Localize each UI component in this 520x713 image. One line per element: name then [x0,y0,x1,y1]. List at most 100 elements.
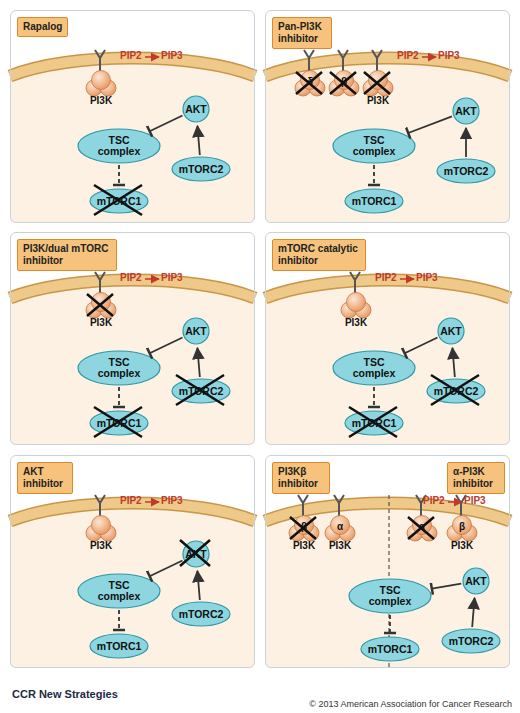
inhibition-line [150,337,183,353]
node-text: mTORC1 [97,418,142,429]
node-text: TSC complex [94,135,144,157]
ellipse-shape [463,568,489,594]
pi3k-sphere: δ [294,69,326,111]
inhibitor-panel: PI3KAKTTSC complexmTORC2mTORC1Rapalog [10,10,255,223]
node-text: mTORC1 [97,641,142,652]
protein-ellipse: AKT [182,317,210,345]
protein-ellipse: AKT [452,97,480,125]
sphere-outline [362,69,394,99]
inhibition-cross [349,407,397,437]
node-text: mTORC2 [179,164,224,175]
activation-arrow [465,128,467,157]
sphere-shape [92,293,111,312]
protein-ellipse: mTORC1 [89,188,149,214]
node-text: mTORC2 [179,386,224,397]
node-text: PI3K [73,317,129,329]
ellipse-shape [453,98,479,124]
conversion-arrow [145,501,159,503]
protein-ellipse: AKT [462,567,490,595]
node-text: PI3K [350,95,406,107]
pi3k-sphere: βPI3K [288,514,320,556]
ellipse-shape [427,379,485,403]
node-text: β [434,521,490,533]
conversion-arrow [145,278,159,280]
activation-arrow [197,126,199,155]
conversion-arrow [448,501,462,503]
protein-ellipse: mTORC2 [171,156,231,182]
protein-ellipse: TSC complex [348,578,432,614]
ellipse-shape [361,637,419,661]
ellipse-shape [78,129,160,163]
lipid-label: PIP3 [161,50,183,62]
ellipse-shape [183,96,209,122]
protein-ellipse: mTORC1 [344,410,404,436]
inhibitor-label: AKT inhibitor [17,462,73,494]
pi3k-sphere: βPI3K [446,514,478,556]
protein-ellipse: mTORC1 [89,633,149,659]
lipid-label: PIP3 [416,272,438,284]
conversion-arrow [422,56,436,58]
lipid-label: PIP3 [464,495,486,507]
inhibitor-label: mTORC catalytic inhibitor [272,239,366,271]
protein-ellipse: TSC complex [332,128,416,164]
protein-ellipse: mTORC2 [441,628,501,654]
ellipse-shape [90,189,148,213]
pi3k-sphere: PI3K [85,514,117,556]
sphere-shape [92,71,111,90]
node-text: TSC complex [365,585,415,607]
sphere-outline [85,514,117,544]
sphere-shape [369,71,388,90]
inhibition-cross [364,72,390,94]
node-text: β [276,521,332,533]
protein-ellipse: mTORC1 [360,636,420,662]
ellipse-shape [90,411,148,435]
ellipse-shape [437,159,495,183]
protein-ellipse: mTORC2 [171,378,231,404]
conversion-arrow [400,278,414,280]
ellipse-shape [78,351,160,385]
inhibition-line [118,610,120,630]
lipid-label: PIP2 [397,50,419,62]
node-text: mTORC2 [449,636,494,647]
node-text: TSC complex [349,357,399,379]
node-text: α [312,521,368,533]
inhibition-cross [408,517,434,539]
sphere-outline [85,291,117,321]
inhibitor-panel: δβPI3KAKTTSC complexmTORC2mTORC1Pan-PI3K… [265,10,510,223]
ellipse-shape [438,318,464,344]
sphere-outline [85,69,117,99]
node-text: mTORC1 [352,418,397,429]
inhibitor-panel: PI3KAKTTSC complexmTORC2mTORC1AKT inhibi… [10,455,255,668]
lipid-label: PIP2 [120,272,142,284]
node-text: AKT [440,326,462,337]
node-text: AKT [185,326,207,337]
ellipse-shape [172,602,230,626]
ellipse-shape [183,318,209,344]
lipid-label: PIP2 [120,495,142,507]
node-text: mTORC1 [97,196,142,207]
protein-ellipse: TSC complex [332,350,416,386]
cell-membrane [265,10,510,223]
pi3k-sphere: PI3K [362,69,394,111]
protein-ellipse: mTORC2 [171,601,231,627]
inhibition-cross [94,407,142,437]
node-text: AKT [455,106,477,117]
ellipse-shape [333,129,415,163]
node-text: AKT [465,576,487,587]
node-text: PI3K [312,540,368,552]
pi3k-sphere: PI3K [85,69,117,111]
lipid-label: PIP3 [438,50,460,62]
series-title: CCR New Strategies [12,688,118,701]
inhibition-line [389,615,391,633]
lipid-label: PIP3 [161,272,183,284]
pi3k-sphere: PI3K [85,291,117,333]
node-text: AKT [185,549,207,560]
inhibition-cross [180,540,210,566]
ellipse-shape [345,189,403,213]
protein-ellipse: AKT [182,540,210,568]
ellipse-shape [90,634,148,658]
cell-membrane [265,232,510,445]
